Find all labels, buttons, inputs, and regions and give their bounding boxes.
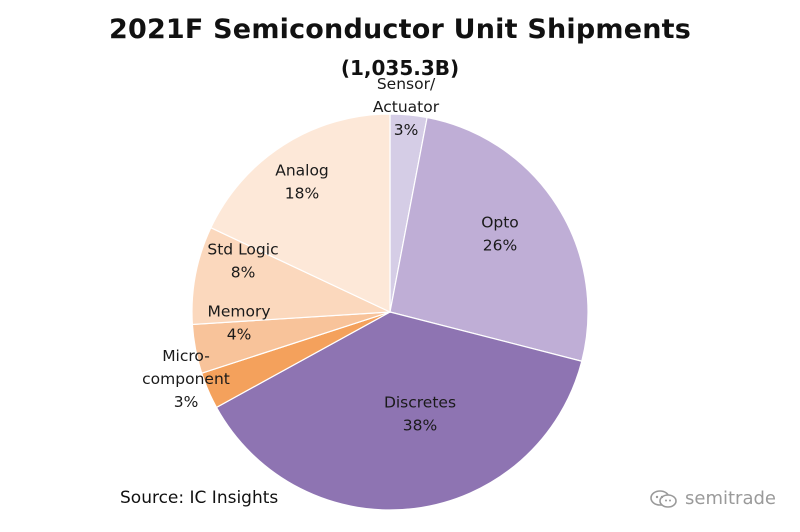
pie-slice-opto xyxy=(389,116,589,362)
chart-subtitle: (1,035.3B) xyxy=(340,56,460,80)
pie-slice-discretes xyxy=(215,311,583,511)
watermark-text: semitrade xyxy=(685,488,776,509)
chart-title: 2021F Semiconductor Unit Shipments xyxy=(108,14,692,45)
pie-slice-analog xyxy=(210,113,391,313)
wechat-icon xyxy=(650,489,677,508)
pie-slice-std-logic xyxy=(191,226,391,326)
source-note: Source: IC Insights xyxy=(120,488,279,508)
watermark: semitrade xyxy=(649,488,776,509)
